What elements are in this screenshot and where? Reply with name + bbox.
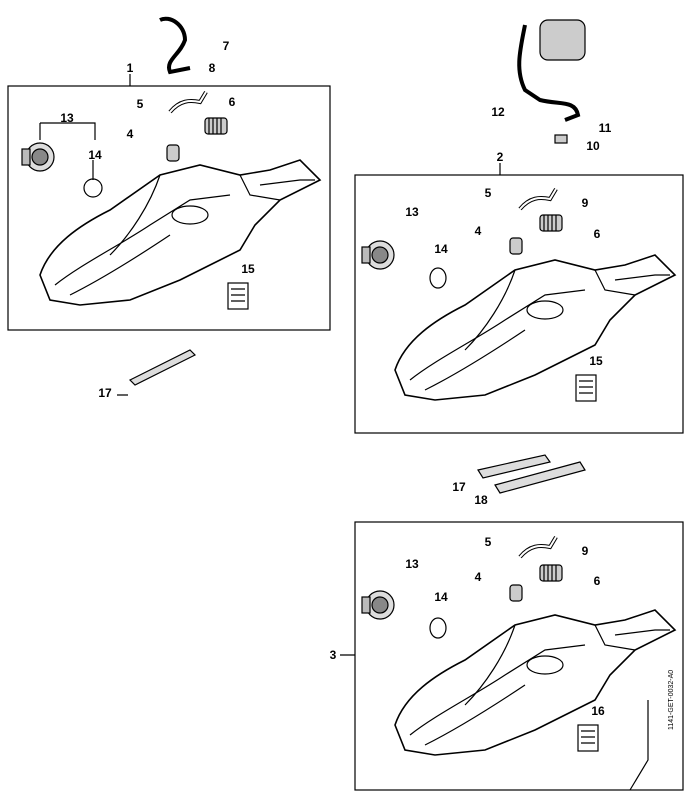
callout-9: 9 [581,544,589,558]
callout-6: 6 [228,95,236,109]
callout-5: 5 [484,186,492,200]
callout-1: 1 [126,61,134,75]
callout-4: 4 [474,570,482,584]
callout-3: 3 [329,648,337,662]
callout-13: 13 [405,557,419,571]
callout-12: 12 [491,105,505,119]
callout-17: 17 [98,386,112,400]
callout-16: 16 [591,704,605,718]
drawing-code: 1141-GET-0032-A0 [668,669,675,730]
callout-5: 5 [136,97,144,111]
callout-13: 13 [60,111,74,125]
callout-8: 8 [208,61,216,75]
callout-15: 15 [241,262,255,276]
callout-18: 18 [474,493,488,507]
callout-6: 6 [593,574,601,588]
callout-5: 5 [484,535,492,549]
callout-15: 15 [589,354,603,368]
callout-10: 10 [586,139,600,153]
callout-13: 13 [405,205,419,219]
callout-4: 4 [126,127,134,141]
assembly-box-1 [7,85,331,331]
callout-4: 4 [474,224,482,238]
callout-6: 6 [593,227,601,241]
callout-14: 14 [88,148,102,162]
callout-17: 17 [452,480,466,494]
callout-11: 11 [598,121,612,135]
assembly-box-3 [354,521,684,791]
callout-14: 14 [434,242,448,256]
callout-2: 2 [496,150,504,164]
callout-14: 14 [434,590,448,604]
callout-7: 7 [222,39,230,53]
callout-9: 9 [581,196,589,210]
assembly-box-2 [354,174,684,434]
oil-hose-icon [159,16,191,75]
